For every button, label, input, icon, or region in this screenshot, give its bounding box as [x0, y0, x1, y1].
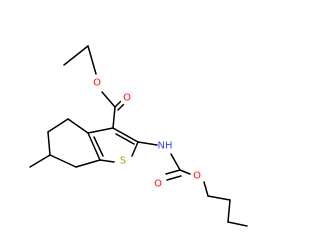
sulfur-label: S [120, 156, 126, 167]
bond-c2-s [131, 141, 139, 157]
bond-ethyl-ch3 [63, 45, 89, 66]
ester-o-double-bg [120, 91, 134, 105]
chemical-structure-diagram: O O NH S O O [29, 45, 248, 227]
bond-c3-c2-double [115, 133, 135, 145]
bond-c3a-c4 [67, 118, 89, 134]
bond-c7-c7a [75, 159, 101, 168]
bond-o-carbonyl [101, 91, 116, 108]
bond-c6-c7 [49, 154, 77, 168]
bond-butyl-c3-c4 [227, 221, 248, 227]
atom-labels: O O NH S O O [90, 76, 201, 190]
bond-c6-methyl [29, 154, 51, 168]
carbamate-oxygen-single-label: O [193, 171, 201, 182]
bond-c4-c5 [47, 118, 69, 133]
bond-c3-c3a [87, 127, 114, 134]
ester-oxygen-double-label: O [123, 93, 131, 104]
bond-c3a-c7a [87, 132, 101, 161]
bond-butyl-c1-c2 [207, 195, 231, 201]
bond-c2-n [137, 141, 158, 146]
nitrogen-label: NH [158, 141, 173, 152]
bond-o-butyl-c1 [203, 181, 209, 197]
bond-n-carbonyl [170, 153, 181, 171]
bond-ethyl-ch2-o [87, 45, 97, 75]
bond-carbonyl-o [179, 169, 191, 175]
bond-s-c7a [99, 159, 115, 163]
bond-carbonyl-ring [112, 106, 116, 129]
bond-c3a-c7a-double [93, 136, 104, 157]
thiophene-ring [87, 127, 139, 163]
ethyl-ester-group [63, 45, 128, 129]
bond-carbamate-double-b [166, 175, 182, 181]
ester-o-single-bg [90, 76, 104, 90]
cyclohexene-ring [29, 118, 101, 168]
bond-c3-c2 [112, 127, 139, 143]
ester-oxygen-single-label: O [93, 78, 101, 89]
butyl-carbamate-group [137, 141, 248, 227]
carbamate-oxygen-double-label: O [154, 179, 162, 190]
bond-c5-c6 [47, 131, 51, 156]
bond-butyl-c2-c3 [227, 199, 231, 223]
bond-carbamate-double-a [165, 169, 181, 175]
